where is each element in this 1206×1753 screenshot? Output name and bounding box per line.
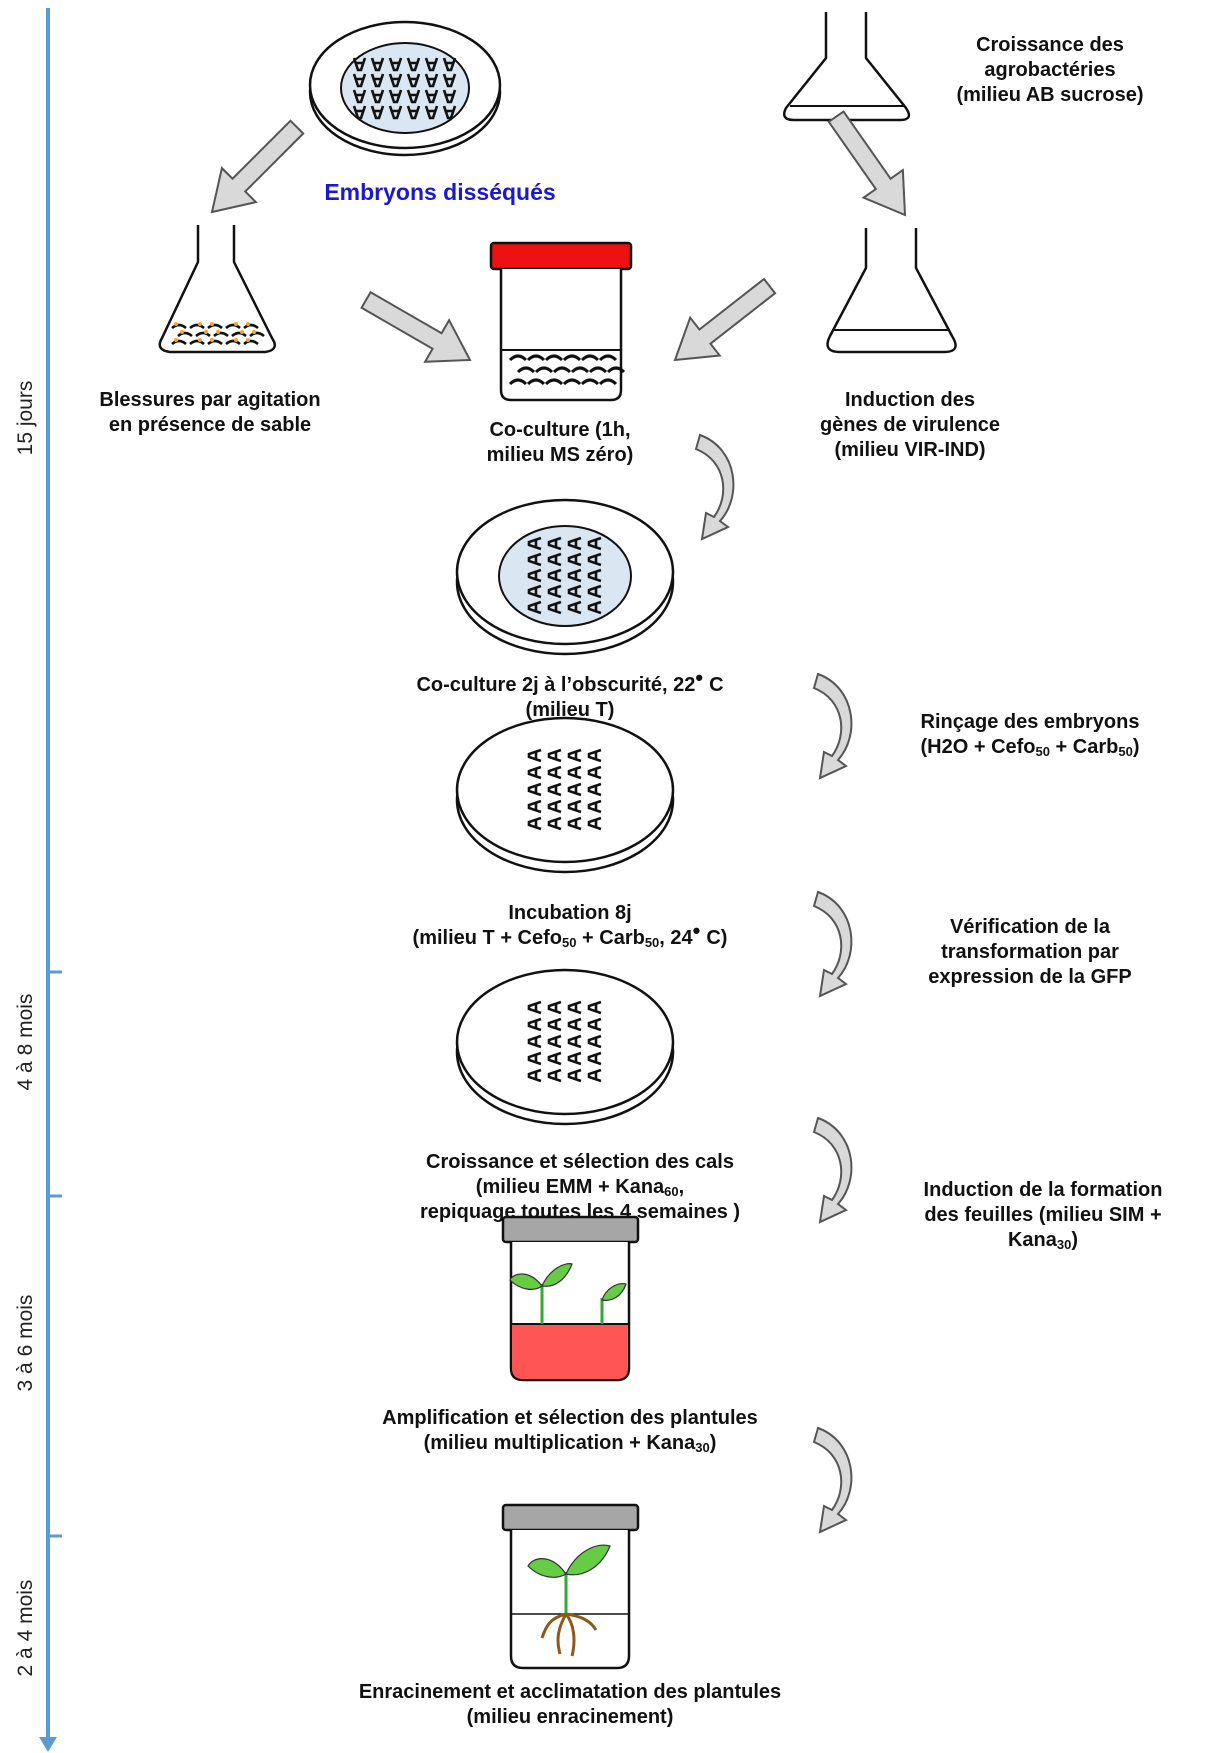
embryo-glyph	[562, 354, 582, 362]
embryo-glyph	[570, 366, 590, 374]
embryo-glyph	[508, 378, 528, 386]
sand-grain	[198, 322, 202, 326]
embryo-glyph	[213, 331, 229, 338]
jar-coculture-1h	[489, 241, 633, 402]
sand-grain	[216, 330, 220, 334]
embryo-glyph	[171, 339, 187, 346]
sand-grain	[240, 330, 244, 334]
timeline-axis	[39, 8, 62, 1752]
sand-grain	[210, 322, 214, 326]
embryo-glyph	[606, 366, 626, 374]
label-amplification: Amplification et sélection des plantules…	[382, 1407, 758, 1455]
curved-arrow-5	[813, 1427, 853, 1533]
arrow-dish-to-wounding	[194, 109, 315, 230]
sand-grain	[210, 338, 214, 342]
label-leaf-induction: Induction de la formation des feuilles (…	[923, 1179, 1163, 1252]
petri-dish-coculture-2j	[455, 498, 675, 656]
embryo-glyph	[544, 378, 564, 386]
embryo-glyph	[508, 354, 528, 362]
label-coculture-1h: Co-culture (1h, milieu MS zéro)	[486, 419, 634, 466]
label-gfp-check: Vérification de la transformation par ex…	[928, 916, 1132, 988]
petri-dish-incubation	[455, 716, 675, 874]
sand-grain	[234, 322, 238, 326]
embryo-glyph	[526, 354, 546, 362]
embryo-glyph	[580, 354, 600, 362]
embryo-glyph	[598, 354, 618, 362]
period-2-4-mois: 2 à 4 mois	[14, 1579, 37, 1677]
label-callus: Croissance et sélection des cals (milieu…	[419, 1151, 741, 1223]
arrow-culture-to-induction	[815, 101, 926, 230]
flask-wounding-sand	[158, 225, 277, 354]
embryo-glyph	[171, 323, 187, 330]
period-3-6-mois: 3 à 6 mois	[14, 1294, 37, 1392]
sand-grain	[246, 322, 250, 326]
sand-grain	[246, 338, 250, 342]
embryo-glyph	[243, 323, 259, 330]
embryo-glyph	[544, 354, 564, 362]
sand-grain	[174, 322, 178, 326]
sand-grain	[180, 330, 184, 334]
label-rinse: Rinçage des embryons (H2O + Cefo50 + Car…	[920, 711, 1140, 759]
sand-grain	[198, 338, 202, 342]
embryo-glyph	[189, 339, 205, 346]
embryo-glyph	[195, 331, 211, 338]
label-incubation: Incubation 8j (milieu T + Cefo50 + Carb5…	[412, 902, 728, 950]
embryo-glyph	[598, 378, 618, 386]
embryo-glyph	[580, 378, 600, 386]
arrow-induction-to-coculture	[659, 266, 786, 380]
embryo-glyph	[207, 323, 223, 330]
curved-arrow-4	[813, 1117, 853, 1223]
period-15-jours: 15 jours	[14, 380, 37, 456]
sand-grain	[174, 338, 178, 342]
embryo-glyph	[225, 323, 241, 330]
embryo-glyph	[231, 331, 247, 338]
embryo-glyph	[243, 339, 259, 346]
sand-grain	[252, 330, 256, 334]
arrow-wounding-to-coculture	[353, 278, 483, 382]
embryo-glyph	[588, 366, 608, 374]
jar-amplification	[501, 1215, 640, 1382]
embryo-glyph	[526, 378, 546, 386]
flask-virulence-induction	[826, 228, 957, 354]
label-wounding: Blessures par agitation en présence de s…	[99, 389, 321, 436]
embryo-glyph	[177, 331, 193, 338]
label-rooting: Enracinement et acclimatation des plantu…	[358, 1681, 782, 1728]
sand-grain	[234, 338, 238, 342]
embryo-glyph	[552, 366, 572, 374]
embryo-glyph	[534, 366, 554, 374]
flask-agrobacteria-growth	[783, 12, 911, 122]
embryo-glyph	[207, 339, 223, 346]
embryo-glyph	[516, 366, 536, 374]
curved-arrow-1	[695, 434, 735, 540]
period-4-8-mois: 4 à 8 mois	[14, 993, 37, 1091]
petri-dish-dissected-embryos	[308, 20, 502, 157]
petri-dish-callus	[455, 968, 675, 1126]
embryo-glyph	[225, 339, 241, 346]
label-agro-growth: Croissance des agrobactéries (milieu AB …	[956, 34, 1144, 106]
sand-grain	[204, 330, 208, 334]
jar-rooting	[501, 1503, 640, 1670]
embryo-glyph	[189, 323, 205, 330]
curved-arrow-2	[813, 673, 853, 779]
curved-arrow-3	[813, 891, 853, 997]
embryo-glyph	[562, 378, 582, 386]
label-coculture-2j: Co-culture 2j à l’obscurité, 22•C (milie…	[416, 665, 724, 722]
label-dissected-embryos: Embryons disséqués	[324, 179, 556, 205]
embryo-glyph	[249, 331, 265, 338]
label-virulence: Induction des gènes de virulence (milieu…	[819, 389, 1001, 461]
